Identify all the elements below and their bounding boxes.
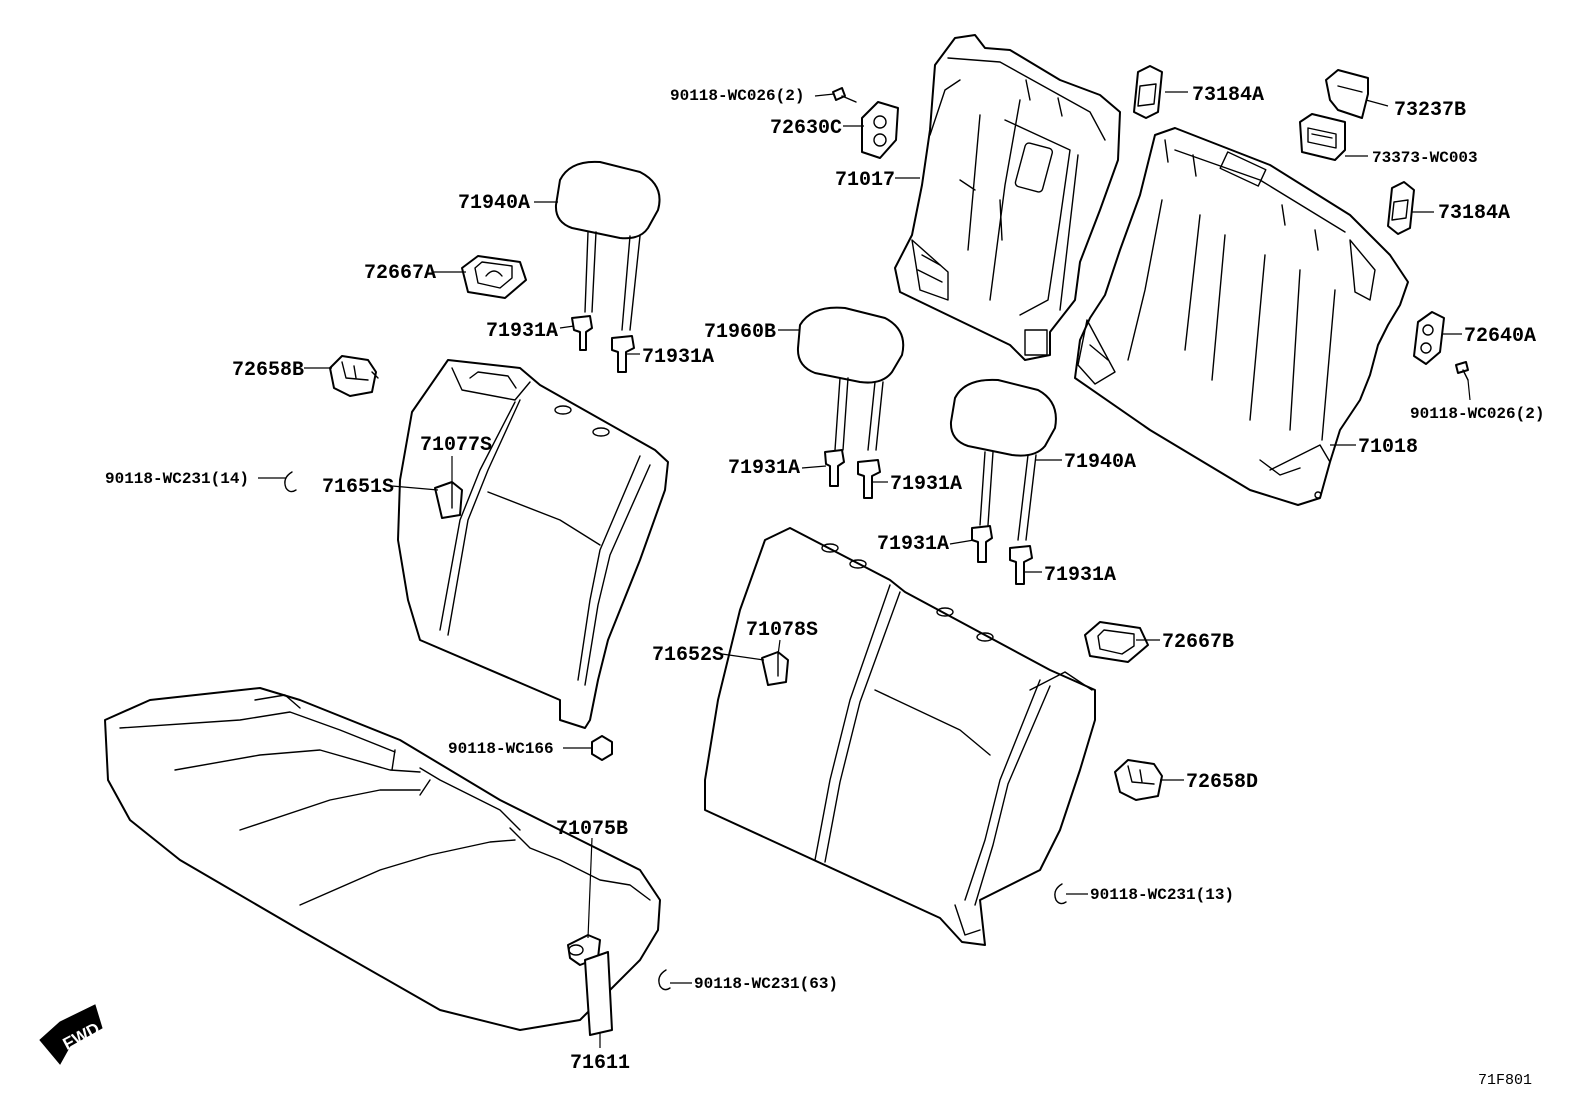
label-71017[interactable]: 71017 [835, 169, 895, 192]
headrest-71940a-left[interactable] [554, 160, 661, 331]
label-71018[interactable]: 71018 [1358, 436, 1418, 459]
headrest-support-71931a-6[interactable] [1009, 545, 1033, 585]
seatback-pad-left[interactable] [397, 359, 669, 729]
label-72658b[interactable]: 72658B [232, 359, 304, 382]
grommet-71651s[interactable] [434, 481, 463, 519]
label-71931a-4[interactable]: 71931A [890, 473, 962, 496]
belt-cover-73184a-mid[interactable] [1387, 181, 1415, 235]
label-72667a[interactable]: 72667A [364, 262, 436, 285]
label-71611[interactable]: 71611 [570, 1052, 630, 1075]
label-73237b[interactable]: 73237B [1394, 99, 1466, 122]
seat-back-frame-71018[interactable] [1074, 127, 1409, 506]
hinge-cover-72640a[interactable] [1413, 311, 1445, 365]
label-71075b[interactable]: 71075B [556, 818, 628, 841]
label-71960b[interactable]: 71960B [704, 321, 776, 344]
label-73373-wc003[interactable]: 73373-WC003 [1372, 149, 1478, 167]
leader-lines [258, 91, 1471, 1048]
label-71931a-6[interactable]: 71931A [1044, 564, 1116, 587]
label-71940a-right[interactable]: 71940A [1064, 451, 1136, 474]
diagram-code: 71F801 [1478, 1072, 1532, 1089]
label-90118-wc231-63[interactable]: 90118-WC231(63) [694, 975, 838, 993]
label-72658d[interactable]: 72658D [1186, 771, 1258, 794]
hinge-cover-72630c[interactable] [861, 101, 899, 159]
label-71931a-3[interactable]: 71931A [728, 457, 800, 480]
label-71931a-1[interactable]: 71931A [486, 320, 558, 343]
label-90118-wc026-top[interactable]: 90118-WC026(2) [670, 87, 804, 105]
label-73184a-top[interactable]: 73184A [1192, 84, 1264, 107]
label-71931a-5[interactable]: 71931A [877, 533, 949, 556]
seat-lock-72658b[interactable] [329, 355, 379, 397]
nut-90118-wc166[interactable] [591, 735, 613, 761]
label-71940a-left[interactable]: 71940A [458, 192, 530, 215]
label-73184a-mid[interactable]: 73184A [1438, 202, 1510, 225]
headrest-support-71931a-5[interactable] [971, 525, 993, 563]
belt-cover-73184a-top[interactable] [1133, 65, 1163, 119]
label-71651s[interactable]: 71651S [322, 476, 394, 499]
label-90118-wc231-14[interactable]: 90118-WC231(14) [105, 470, 249, 488]
hog-ring-90118-wc231-14[interactable] [284, 471, 297, 493]
seat-back-frame-71017[interactable] [894, 34, 1121, 361]
label-72640a[interactable]: 72640A [1464, 325, 1536, 348]
buckle-73373-wc003[interactable] [1299, 113, 1346, 161]
headrest-bezel-72667b[interactable] [1084, 621, 1149, 663]
headrest-bezel-72667a[interactable] [461, 255, 527, 299]
headrest-support-71931a-1[interactable] [571, 315, 593, 351]
grommet-71652s[interactable] [761, 651, 789, 686]
headrest-71960b[interactable] [796, 306, 905, 451]
label-72667b[interactable]: 72667B [1162, 631, 1234, 654]
label-90118-wc231-13[interactable]: 90118-WC231(13) [1090, 886, 1234, 904]
label-71931a-2[interactable]: 71931A [642, 346, 714, 369]
headrest-support-71931a-3[interactable] [824, 449, 845, 487]
bolt-90118-wc026-top[interactable] [832, 87, 857, 103]
label-71078s[interactable]: 71078S [746, 619, 818, 642]
label-71077s[interactable]: 71077S [420, 434, 492, 457]
strap-71611[interactable] [584, 951, 613, 1036]
label-90118-wc026-right[interactable]: 90118-WC026(2) [1410, 405, 1544, 423]
headrest-support-71931a-2[interactable] [611, 335, 635, 373]
seat-cushion[interactable] [104, 687, 661, 1031]
hog-ring-90118-wc231-13[interactable] [1054, 883, 1067, 905]
label-72630c[interactable]: 72630C [770, 117, 842, 140]
forward-direction-arrow: FWD [39, 1004, 103, 1065]
seatback-pad-right[interactable] [704, 527, 1096, 946]
headrest-71940a-right[interactable] [949, 378, 1057, 541]
bolt-90118-wc026-right[interactable] [1455, 361, 1469, 381]
label-90118-wc166[interactable]: 90118-WC166 [448, 740, 554, 758]
hog-ring-90118-wc231-63[interactable] [658, 969, 671, 991]
label-71652s[interactable]: 71652S [652, 644, 724, 667]
cover-73237b[interactable] [1325, 69, 1369, 119]
callout-labels: 90118-WC026(2) 72630C 71017 73184A 73237… [105, 84, 1544, 1089]
headrest-support-71931a-4[interactable] [857, 459, 881, 499]
seat-lock-72658d[interactable] [1114, 759, 1163, 801]
